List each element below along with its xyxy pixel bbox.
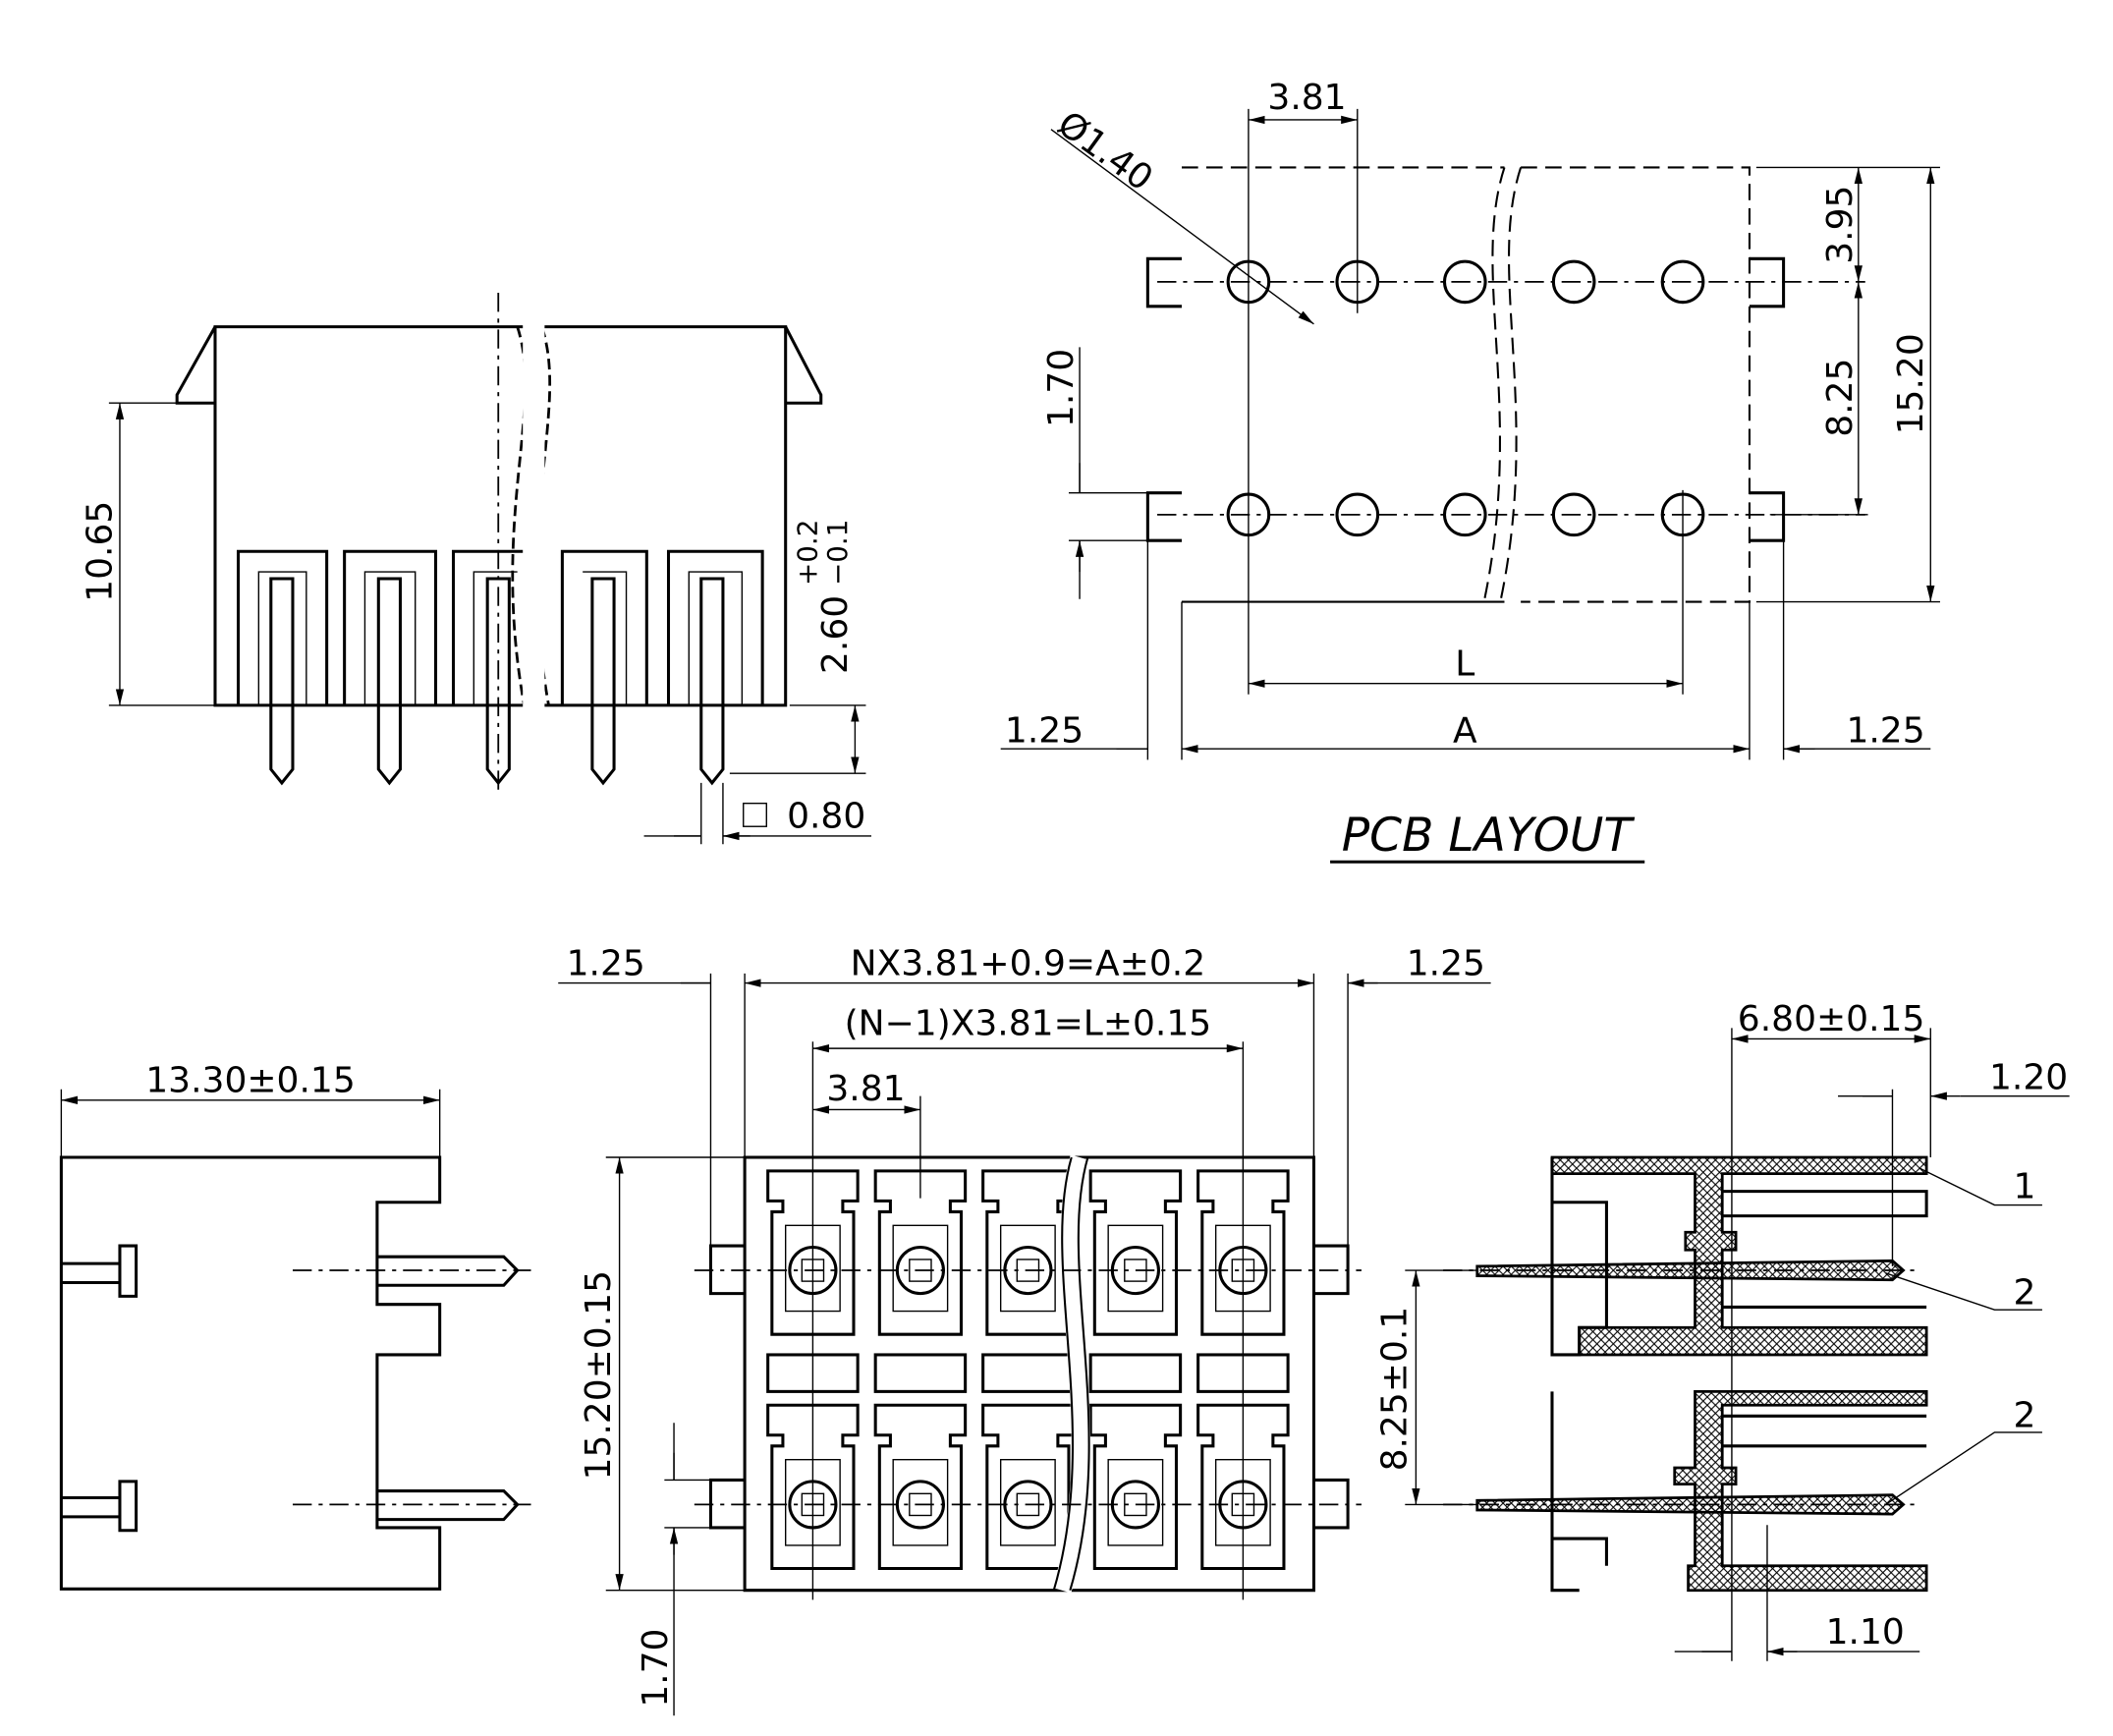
pcb-dim-A: A: [1453, 710, 1477, 751]
side-depth: 13.30±0.15: [145, 1060, 355, 1100]
pcb-dim-1-70: 1.70: [1041, 349, 1082, 427]
pcb-layout: 3.81 Ø1.40 3.95 8.25 15.20 1.70 L A 1.25…: [1000, 78, 1940, 864]
pcb-right-margin: 1.25: [1846, 710, 1924, 751]
pcb-dim-L: L: [1455, 644, 1474, 684]
callout-1: 1: [2013, 1167, 2035, 1207]
contact-window: [892, 1458, 949, 1546]
left-margin: 1.25: [567, 943, 645, 983]
contact-cell: [766, 1169, 860, 1336]
pcb-layout-title: PCB LAYOUT: [1342, 809, 1636, 863]
callout-2: 2: [2013, 1273, 2035, 1314]
section-offset: 1.10: [1826, 1612, 1905, 1652]
formula-A: NX3.81+0.9=A±0.2: [851, 943, 1206, 983]
contact-window: [1107, 1458, 1164, 1546]
pcb-dim-15-20: 15.20: [1891, 333, 1931, 434]
top-view: 1.25 1.25 NX3.81+0.9=A±0.2 (N−1)X3.81=L±…: [558, 943, 1491, 1716]
separator-bar: [981, 1353, 1075, 1393]
formula-L: (N−1)X3.81=L±0.15: [845, 1003, 1212, 1043]
pcb-dim-8-25: 8.25: [1820, 359, 1861, 437]
top-height: 15.20±0.15: [579, 1270, 619, 1480]
side-view: 13.30±0.15: [59, 1060, 531, 1591]
dim-tol-plus: +0.2: [792, 520, 824, 586]
dim-height: 10.65: [81, 501, 121, 602]
section-row-spacing: 8.25±0.1: [1375, 1307, 1416, 1472]
section-tip: 1.20: [1989, 1058, 2068, 1098]
contact-cell: [1088, 1169, 1183, 1336]
pcb-dim-3-95: 3.95: [1820, 186, 1861, 264]
top-pitch: 3.81: [826, 1069, 905, 1109]
contact-window: [1107, 1224, 1164, 1313]
contact-cell: [1196, 1169, 1290, 1336]
contact-cell: [766, 1403, 860, 1571]
right-margin: 1.25: [1407, 943, 1485, 983]
top-peg-offset: 1.70: [636, 1629, 676, 1708]
pcb-pitch: 3.81: [1267, 78, 1346, 118]
contact-window: [1214, 1458, 1271, 1546]
dim-tol-minus: −0.1: [821, 520, 854, 586]
separator-bar: [873, 1353, 968, 1393]
separator-bar: [1088, 1353, 1183, 1393]
contact-window: [999, 1458, 1056, 1546]
square-symbol-icon: [743, 802, 767, 827]
pcb-left-margin: 1.25: [1005, 710, 1084, 751]
contact-window: [999, 1224, 1056, 1313]
contact-cell: [873, 1169, 968, 1336]
contact-cell: [1088, 1403, 1183, 1571]
section-view: 6.80±0.15 1.20 8.25±0.1 1.10 1 2 2: [1375, 999, 2070, 1661]
callout-2b: 2: [2013, 1395, 2035, 1435]
pins: [269, 577, 725, 786]
front-view: 10.65 2.60 +0.2 −0.1 0.80: [81, 292, 872, 844]
pcb-holes: [1226, 259, 1705, 537]
section-width: 6.80±0.15: [1738, 999, 1925, 1039]
contact-cell: [981, 1169, 1075, 1336]
contact-cell: [1196, 1403, 1290, 1571]
contact-cell: [873, 1403, 968, 1571]
contact-window: [785, 1224, 841, 1313]
dim-pin-size: 0.80: [787, 797, 865, 837]
contact-window: [892, 1224, 949, 1313]
dim-pin-length: 2.60: [815, 595, 856, 674]
contact-window: [1214, 1224, 1271, 1313]
contact-cell: [981, 1403, 1075, 1571]
pcb-hole-diameter: Ø1.40: [1050, 104, 1160, 199]
contact-window: [785, 1458, 841, 1546]
